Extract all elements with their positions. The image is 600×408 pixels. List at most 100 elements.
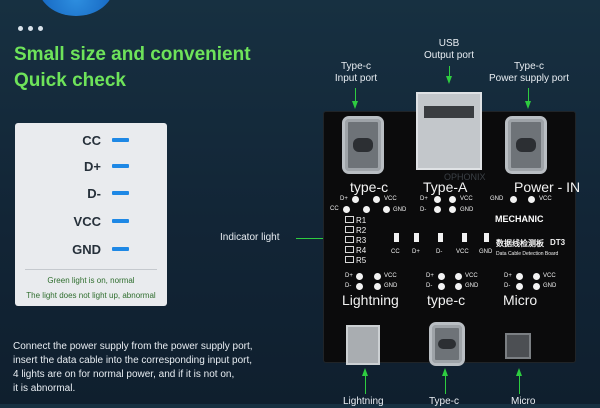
callout-lightning: Lightning <box>343 396 384 407</box>
led-label: CC <box>391 249 400 255</box>
test-pad <box>455 273 462 280</box>
test-pad <box>510 196 517 203</box>
headline-line2: Quick check <box>14 70 126 91</box>
signal-led <box>112 247 129 251</box>
callout-typec-input-line2: Input port <box>334 73 378 84</box>
signal-label: D- <box>87 186 101 201</box>
callout-typec-bottom-line <box>445 376 446 394</box>
callout-typec-bottom-arrow <box>442 368 448 376</box>
signal-led <box>112 191 129 195</box>
status-panel: CC D+ D- VCC GND Green light is on, norm… <box>15 123 167 306</box>
pin-label: VCC <box>384 273 397 279</box>
test-pad <box>356 283 363 290</box>
pin-label: GND <box>460 207 474 213</box>
pin-label: GND <box>465 283 479 289</box>
resistor-label: R5 <box>356 256 367 265</box>
callout-usb-arrow <box>446 76 452 84</box>
pin-label: D- <box>420 207 427 213</box>
signal-label: D+ <box>84 159 101 174</box>
power-port <box>505 116 547 174</box>
lightning-port <box>346 325 380 365</box>
resistor-box <box>345 226 354 233</box>
test-pad <box>356 273 363 280</box>
typec-input-port <box>342 116 384 174</box>
signal-label: CC <box>82 133 101 148</box>
callout-typec-bottom: Type-c <box>429 396 460 407</box>
callout-power: Type-c Power supply port <box>480 61 578 85</box>
test-pad <box>455 283 462 290</box>
test-pad <box>449 206 456 213</box>
led-label: GND <box>479 249 493 255</box>
pin-label: D+ <box>426 273 434 279</box>
pin-label: VCC <box>460 196 473 202</box>
indicator-led <box>414 233 419 242</box>
callout-usb-line1: USB <box>438 38 460 49</box>
board-label-typea: Type-A <box>423 179 468 195</box>
board-cn-title: 数据线检测板 <box>496 239 544 248</box>
callout-micro: Micro <box>511 396 536 407</box>
callout-typec-input-line1: Type-c <box>340 61 371 72</box>
signal-label: GND <box>72 242 101 257</box>
pin-label: VCC <box>539 196 552 202</box>
test-pad <box>434 206 441 213</box>
callout-usb: USB Output port <box>412 38 486 62</box>
signal-label: VCC <box>73 214 101 229</box>
note-normal: Green light is on, normal <box>47 276 135 285</box>
led-label: VCC <box>456 249 469 255</box>
pin-label: D+ <box>504 273 512 279</box>
callout-lightning-line <box>365 376 366 394</box>
resistor-box <box>345 246 354 253</box>
resistor-box <box>345 236 354 243</box>
pin-label: D- <box>426 283 433 289</box>
test-pad <box>343 206 350 213</box>
callout-power-line2: Power supply port <box>488 73 570 84</box>
test-pad <box>449 196 456 203</box>
callout-indicator-line <box>296 238 342 239</box>
signal-led <box>112 219 129 223</box>
callout-typec-input: Type-c Input port <box>320 61 392 85</box>
signal-led <box>112 164 129 168</box>
pin-label: D+ <box>420 196 428 202</box>
board-label-typec-bottom: type-c <box>427 292 466 308</box>
resistor-label: R3 <box>356 236 367 245</box>
led-label: D- <box>436 249 443 255</box>
resistor-box <box>345 256 354 263</box>
test-pad <box>438 283 445 290</box>
test-pad <box>373 196 380 203</box>
watermark: OPHONIX <box>444 172 486 182</box>
test-pad <box>528 196 535 203</box>
panel-divider <box>25 269 157 270</box>
resistor-label: R2 <box>356 226 367 235</box>
board-label-lightning: Lightning <box>342 292 399 308</box>
pin-label: D+ <box>345 273 353 279</box>
decorative-circle <box>38 0 114 16</box>
pin-label: D- <box>345 283 352 289</box>
callout-micro-arrow <box>516 368 522 376</box>
pin-label: D- <box>504 283 511 289</box>
callout-usb-line2: Output port <box>423 50 475 61</box>
usb-a-port <box>416 92 482 170</box>
description-line: insert the data cable into the correspon… <box>13 355 253 366</box>
signal-led <box>112 138 129 142</box>
test-pad <box>352 196 359 203</box>
board-brand: MECHANIC <box>495 214 544 224</box>
resistor-label: R4 <box>356 246 367 255</box>
test-pad <box>434 196 441 203</box>
board-label-micro: Micro <box>503 292 538 308</box>
pin-label: D+ <box>340 196 348 202</box>
pin-label: GND <box>384 283 398 289</box>
pin-label: GND <box>490 196 504 202</box>
indicator-led <box>394 233 399 242</box>
typec-bottom-port <box>429 322 465 366</box>
callout-indicator: Indicator light <box>220 232 280 243</box>
description-line: it is abnormal. <box>13 383 76 394</box>
headline-line1: Small size and convenient <box>14 44 251 65</box>
pin-label: GND <box>393 207 407 213</box>
board-label-typec: type-c <box>350 179 389 195</box>
note-abnormal: The light does not light up, abnormal <box>26 291 156 300</box>
port-slot <box>353 137 373 153</box>
board-model: DT3 <box>550 238 566 247</box>
description-line: Connect the power supply from the power … <box>13 341 253 352</box>
callout-power-arrow <box>525 101 531 109</box>
pin-label: VCC <box>384 196 397 202</box>
